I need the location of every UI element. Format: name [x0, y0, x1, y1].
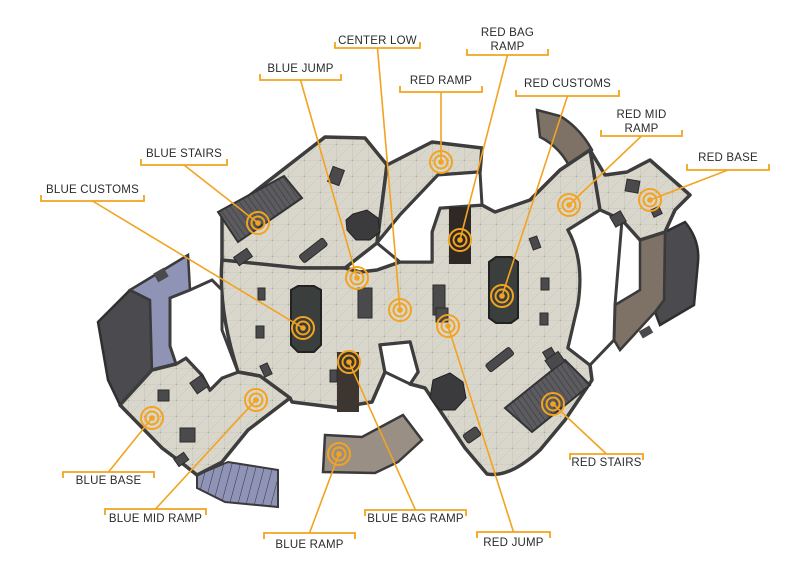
- callout-label: CENTER LOW: [338, 35, 417, 47]
- red-base-structure: [612, 220, 700, 353]
- callout-blue-stairs[interactable]: BLUE STAIRS: [140, 148, 270, 235]
- map-voids: [168, 170, 624, 393]
- callout-red-bag-ramp[interactable]: RED BAG RAMP: [448, 27, 549, 252]
- target-marker-icon[interactable]: [140, 406, 164, 430]
- leader-line: [501, 95, 569, 297]
- target-marker-icon[interactable]: [291, 316, 315, 340]
- map-props: [157, 165, 663, 468]
- callout-label: BLUE JUMP: [267, 63, 333, 75]
- leader-line: [183, 164, 259, 224]
- leader-line: [299, 79, 358, 279]
- target-marker-icon[interactable]: [436, 314, 460, 338]
- callout-label: BLUE MID RAMP: [109, 513, 202, 525]
- target-marker-icon[interactable]: [448, 228, 472, 252]
- callout-label: RED JUMP: [483, 537, 544, 549]
- label-bracket: [40, 195, 145, 202]
- target-marker-icon[interactable]: [337, 350, 361, 374]
- label-bracket: [263, 532, 356, 539]
- callout-center-low[interactable]: CENTER LOW: [334, 35, 421, 322]
- callout-label: BLUE BASE: [76, 475, 142, 487]
- callout-blue-jump[interactable]: BLUE JUMP: [259, 63, 369, 290]
- callout-red-stairs[interactable]: RED STAIRS: [541, 392, 644, 469]
- callout-red-base[interactable]: RED BASE: [638, 152, 770, 212]
- label-bracket: [476, 531, 551, 538]
- callout-label: BLUE BAG RAMP: [367, 513, 464, 525]
- target-marker-icon[interactable]: [388, 298, 412, 322]
- leader-line: [459, 54, 509, 241]
- callout-red-jump[interactable]: RED JUMP: [436, 314, 551, 549]
- callout-label: RAMP: [624, 123, 658, 135]
- leader-line: [568, 135, 643, 206]
- leader-line: [552, 403, 608, 455]
- leader-line: [308, 453, 340, 534]
- target-marker-icon[interactable]: [429, 150, 453, 174]
- leader-line: [154, 399, 257, 510]
- label-bracket: [600, 130, 683, 137]
- leader-line: [447, 325, 515, 533]
- callout-label: RED BAG: [481, 27, 534, 39]
- callout-label: RED BASE: [698, 152, 758, 164]
- callout-blue-base[interactable]: BLUE BASE: [62, 406, 164, 487]
- callout-label: RED CUSTOMS: [524, 78, 611, 90]
- callout-blue-ramp[interactable]: BLUE RAMP: [263, 442, 356, 551]
- red-stairs-structure: [503, 358, 592, 434]
- label-bracket: [140, 159, 228, 166]
- callout-blue-bag-ramp[interactable]: BLUE BAG RAMP: [337, 350, 467, 525]
- leader-line: [649, 169, 729, 201]
- callout-red-ramp[interactable]: RED RAMP: [399, 75, 483, 174]
- label-bracket: [686, 164, 770, 171]
- blue-stairs-structure: [216, 174, 304, 244]
- target-marker-icon[interactable]: [490, 284, 514, 308]
- leader-line: [376, 47, 401, 311]
- label-bracket: [334, 42, 421, 49]
- callout-label: BLUE RAMP: [275, 539, 343, 551]
- label-bracket: [515, 90, 620, 97]
- blue-center-octagon: [345, 209, 381, 241]
- red-center-octagon: [429, 372, 467, 411]
- callout-label: RED MID: [617, 109, 667, 121]
- label-bracket: [364, 509, 467, 516]
- callout-label: RED STAIRS: [571, 457, 641, 469]
- leader-line: [348, 361, 417, 511]
- target-marker-icon[interactable]: [541, 392, 565, 416]
- blue-mid-stairs: [196, 460, 279, 509]
- red-bag-ramp-structure: [449, 207, 471, 264]
- target-marker-icon[interactable]: [244, 388, 268, 412]
- callout-label: BLUE CUSTOMS: [46, 184, 139, 196]
- target-marker-icon[interactable]: [327, 442, 351, 466]
- callout-label: RED RAMP: [410, 75, 472, 87]
- label-bracket: [466, 49, 549, 56]
- callout-red-customs[interactable]: RED CUSTOMS: [490, 78, 620, 308]
- callout-red-mid-ramp[interactable]: RED MID RAMP: [557, 109, 683, 217]
- leader-line: [92, 200, 304, 329]
- label-bracket: [569, 453, 644, 460]
- target-marker-icon[interactable]: [246, 211, 270, 235]
- callout-blue-mid-ramp[interactable]: BLUE MID RAMP: [104, 388, 268, 525]
- label-bracket: [399, 86, 483, 93]
- label-bracket: [104, 508, 207, 515]
- target-marker-icon[interactable]: [638, 188, 662, 212]
- label-bracket: [259, 74, 342, 81]
- blue-customs-pit: [290, 285, 322, 353]
- callout-blue-customs[interactable]: BLUE CUSTOMS: [40, 184, 315, 340]
- label-bracket: [62, 471, 155, 478]
- target-marker-icon[interactable]: [557, 193, 581, 217]
- callout-label: BLUE STAIRS: [146, 148, 222, 160]
- target-marker-icon[interactable]: [345, 266, 369, 290]
- callout-label: RAMP: [490, 41, 524, 53]
